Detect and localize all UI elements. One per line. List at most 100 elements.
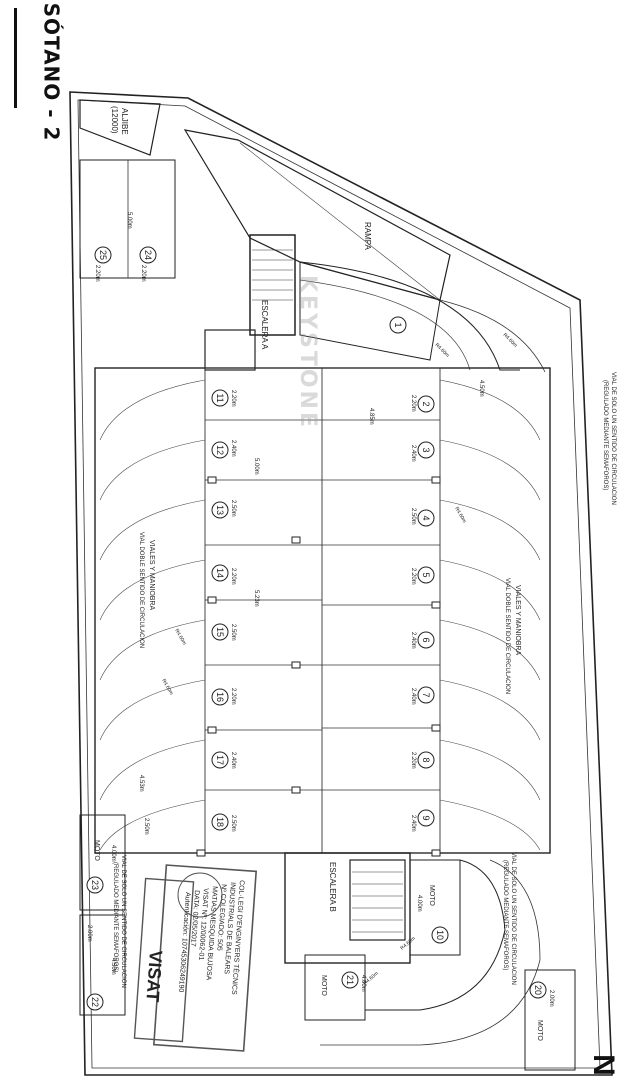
svg-text:2.40m: 2.40m bbox=[410, 688, 416, 705]
space-3-label: 3 bbox=[421, 447, 431, 452]
svg-text:2.40m: 2.40m bbox=[410, 445, 416, 462]
storage-label: ALJIBE bbox=[120, 108, 129, 135]
stair-a-steps bbox=[252, 249, 293, 301]
space-20-bay bbox=[524, 969, 576, 1071]
stair-a bbox=[249, 234, 296, 336]
circulation-one-way-bottom-note: (REGULADO MEDIANTE SEMAFOROS) bbox=[502, 860, 508, 970]
moto-label-23: MOTO bbox=[93, 840, 100, 861]
dim-24-width: 2.20m bbox=[140, 265, 146, 282]
space-22-bay bbox=[79, 914, 126, 1016]
stair-b bbox=[349, 859, 406, 941]
svg-text:2.20m: 2.20m bbox=[230, 390, 236, 407]
space-10-bay bbox=[409, 859, 461, 956]
circulation-center: VIALES Y MANIOBRA bbox=[514, 585, 521, 655]
space-20-label: 20 bbox=[533, 985, 543, 995]
svg-text:4.50m: 4.50m bbox=[110, 958, 116, 975]
space-17-label: 17 bbox=[215, 755, 225, 765]
space-22-label: 22 bbox=[90, 997, 100, 1007]
right-bay-lines bbox=[322, 419, 440, 791]
svg-text:2.20m: 2.20m bbox=[410, 752, 416, 769]
svg-text:4.53m: 4.53m bbox=[138, 775, 144, 792]
svg-text:5.00m: 5.00m bbox=[253, 458, 259, 475]
space-2-label: 2 bbox=[421, 401, 431, 406]
space-18-label: 18 bbox=[215, 817, 225, 827]
space-16-label: 16 bbox=[215, 692, 225, 702]
left-manoeuvre-arcs bbox=[99, 379, 206, 851]
space-23-bay bbox=[79, 814, 126, 911]
circulation-one-way-right: VIAL DE SOLO UN SENTIDO DE CIRCULACION bbox=[610, 372, 616, 505]
storage-capacity: (12000) bbox=[110, 106, 119, 134]
space-15-label: 15 bbox=[215, 627, 225, 637]
svg-text:2.20m: 2.20m bbox=[230, 688, 236, 705]
stair-b-steps bbox=[352, 871, 403, 933]
site-inner-boundary bbox=[77, 99, 601, 1069]
circulation-one-way-left-note: (REGULADO MEDIANTE SEMAFOROS) bbox=[112, 862, 118, 972]
space-6-label: 6 bbox=[421, 637, 431, 642]
parking-rows bbox=[204, 367, 441, 854]
circulation-center-note: VIAL DOBLE SENTIDO DE CIRCULACION bbox=[504, 578, 510, 694]
ramp-label: RAMPA bbox=[363, 222, 372, 251]
space-21-bay bbox=[304, 954, 366, 1021]
space-11-label: 11 bbox=[215, 393, 225, 402]
svg-text:2.00m: 2.00m bbox=[548, 990, 554, 1007]
svg-text:2.50m: 2.50m bbox=[230, 815, 236, 832]
circulation-one-way-right-note: (REGULADO MEDIANTE SEMAFOROS) bbox=[602, 380, 608, 490]
dim-25-width: 2.20m bbox=[94, 265, 100, 282]
watermark: KEYSTONE bbox=[295, 274, 321, 431]
circulation-one-way-bottom: VIAL DE SOLO UN SENTIDO DE CIRCULACION bbox=[510, 852, 516, 985]
upper-left-bays bbox=[79, 159, 176, 279]
north-arrow-icon: N bbox=[586, 1054, 620, 1076]
svg-text:R4.60m: R4.60m bbox=[160, 678, 174, 696]
right-manoeuvre-arcs bbox=[439, 379, 541, 851]
svg-text:R4.60m: R4.60m bbox=[173, 628, 187, 646]
space-13-label: 13 bbox=[215, 505, 225, 515]
svg-text:R4.60m: R4.60m bbox=[434, 342, 451, 359]
left-bay-lines bbox=[205, 419, 322, 791]
parking-block bbox=[94, 367, 551, 854]
circulation-left-note: VIAL DOBLE SENTIDO DE CIRCULACION bbox=[138, 532, 144, 648]
svg-text:4.00m: 4.00m bbox=[110, 845, 116, 862]
heading-underline bbox=[14, 8, 17, 108]
space-10-label: 10 bbox=[435, 930, 445, 940]
svg-text:2.50m: 2.50m bbox=[230, 624, 236, 641]
storage-room bbox=[79, 99, 161, 156]
stamp-seal: VISAT bbox=[142, 950, 166, 1003]
stamp-emblem bbox=[177, 872, 223, 918]
svg-text:5.23m: 5.23m bbox=[253, 590, 259, 607]
space-9-label: 9 bbox=[421, 815, 431, 820]
svg-text:4.00m: 4.00m bbox=[360, 975, 366, 992]
svg-text:4.00m: 4.00m bbox=[416, 895, 422, 912]
svg-text:2.40m: 2.40m bbox=[410, 815, 416, 832]
structural-columns bbox=[196, 476, 441, 857]
space-4-label: 4 bbox=[421, 515, 431, 520]
moto-label-20: MOTO bbox=[536, 1020, 543, 1041]
moto-label-10: MOTO bbox=[428, 885, 435, 906]
lower-circulation-curve bbox=[365, 859, 506, 1011]
left-space-markers: 11 12 13 14 15 16 17 18 bbox=[211, 389, 229, 831]
space-25-label: 25 bbox=[98, 250, 108, 260]
svg-text:4.85m: 4.85m bbox=[368, 408, 374, 425]
site-boundary bbox=[69, 91, 613, 1076]
space-25-marker bbox=[94, 246, 112, 264]
svg-text:R4.60m: R4.60m bbox=[453, 506, 467, 524]
engineers-stamp: COL·LEGI D'ENGINYERS TÈCNICS INDUSTRIALS… bbox=[133, 864, 258, 1052]
svg-text:2.50m: 2.50m bbox=[230, 500, 236, 517]
space-21-label: 21 bbox=[345, 975, 355, 985]
svg-text:2.20m: 2.20m bbox=[230, 568, 236, 585]
space-5-label: 5 bbox=[421, 572, 431, 577]
stamp-line-6: DATA: 02/05/2017 bbox=[189, 890, 200, 947]
bay-dimensions: 2.20m 2.40m 2.50m 2.20m 2.50m 2.20m 2.40… bbox=[138, 380, 484, 835]
stair-b-label: ESCALERA B bbox=[328, 862, 337, 912]
stair-a-lobby bbox=[204, 329, 256, 371]
circulation-one-way-left: VIAL DE SOLO UN SENTIDO DE CIRCULACION bbox=[120, 855, 126, 988]
space-14-label: 14 bbox=[215, 568, 225, 578]
space-8-label: 8 bbox=[421, 757, 431, 762]
space-24-label: 24 bbox=[143, 250, 153, 260]
svg-text:2.40m: 2.40m bbox=[410, 632, 416, 649]
circulation-left: VIALES Y MANIOBRA bbox=[148, 540, 155, 610]
svg-text:2.50m: 2.50m bbox=[410, 508, 416, 525]
space-23-label: 23 bbox=[90, 880, 100, 890]
space-1-label: 1 bbox=[393, 322, 403, 327]
svg-text:2.00m: 2.00m bbox=[86, 925, 92, 942]
